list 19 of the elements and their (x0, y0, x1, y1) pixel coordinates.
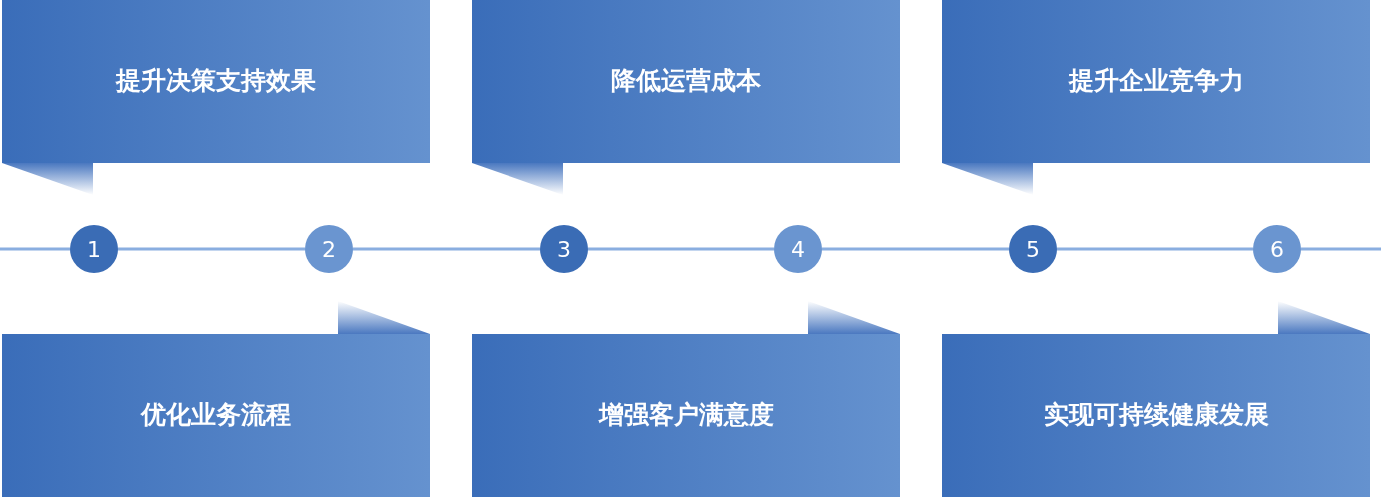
box-title: 增强客户满意度 (597, 399, 775, 431)
step-circle: 3 (540, 225, 588, 273)
box-title: 实现可持续健康发展 (1042, 399, 1270, 431)
step-circle: 2 (305, 225, 353, 273)
timeline-line (822, 247, 1009, 251)
timeline-line (353, 247, 540, 251)
box-title: 降低运营成本 (610, 65, 762, 97)
step-circle: 1 (70, 225, 118, 273)
timeline-line (1301, 247, 1381, 251)
step-circle: 6 (1253, 225, 1301, 273)
step-circle: 4 (774, 225, 822, 273)
box-title: 提升企业竞争力 (1067, 65, 1245, 97)
timeline-line (1057, 247, 1253, 251)
timeline-line (118, 247, 305, 251)
box-title: 提升决策支持效果 (114, 65, 317, 97)
box-title: 优化业务流程 (139, 399, 292, 431)
step-circle: 5 (1009, 225, 1057, 273)
timeline-line (0, 247, 70, 251)
timeline-line (588, 247, 774, 251)
